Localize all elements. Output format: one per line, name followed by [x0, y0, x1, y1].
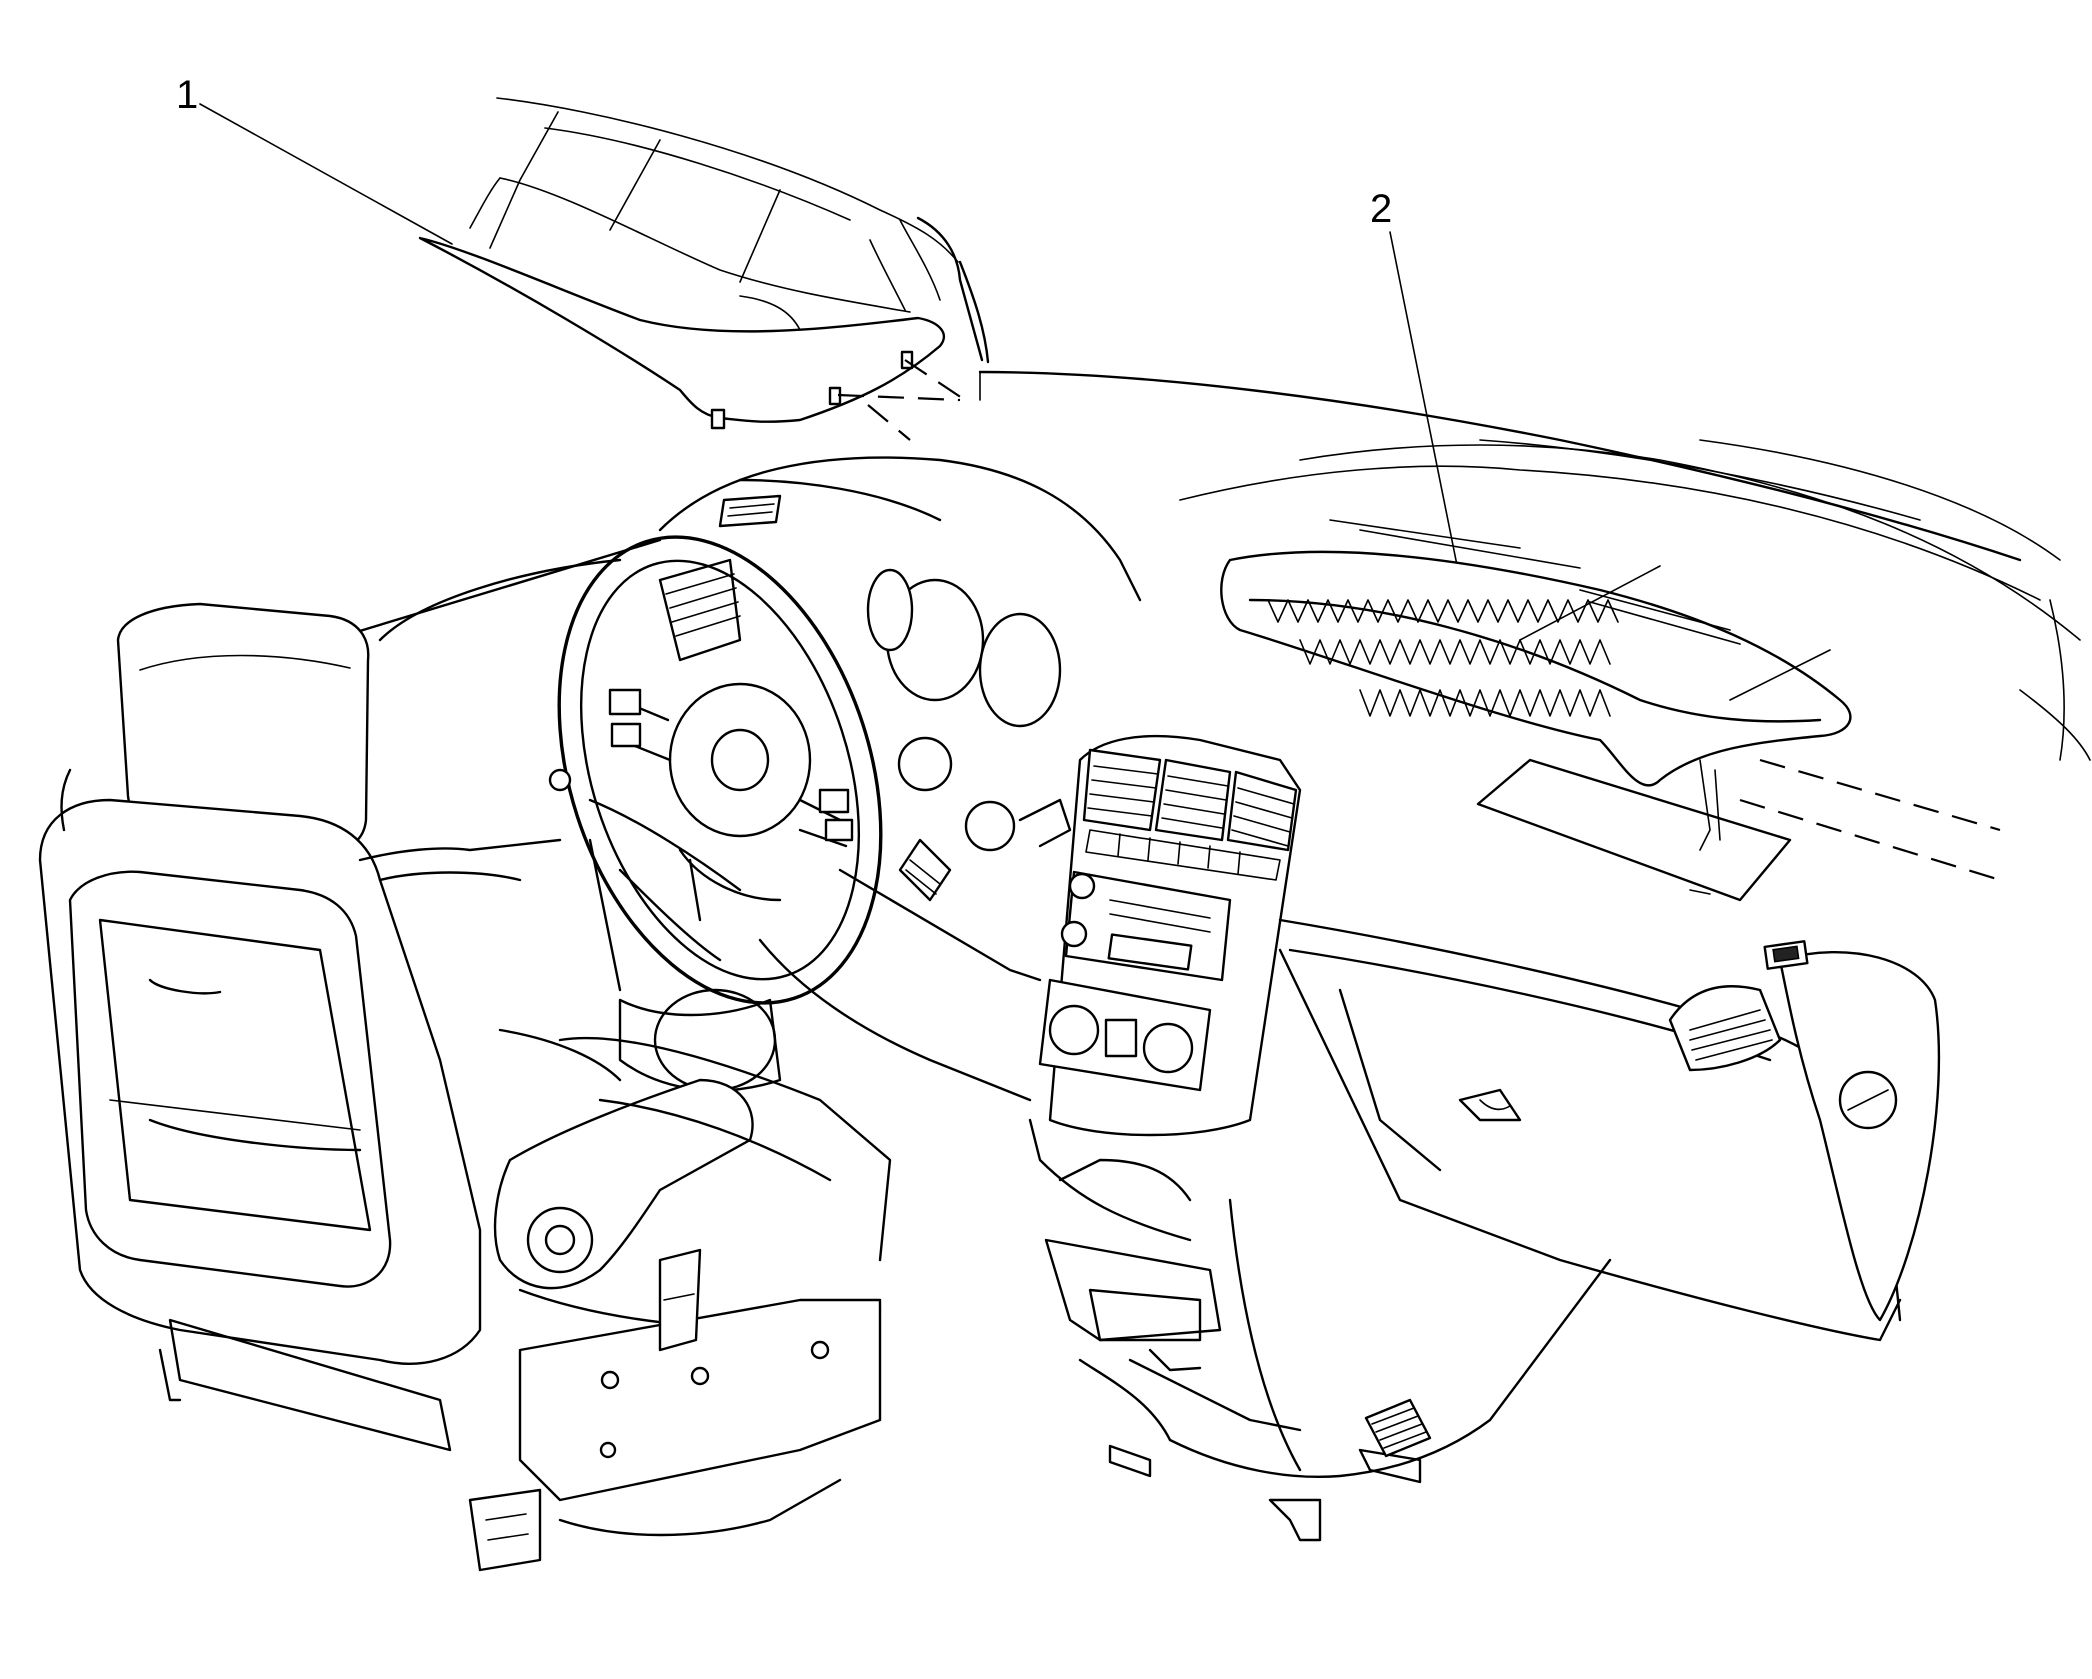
callout-1-leader [199, 103, 453, 245]
airbag-door [1476, 758, 1792, 902]
steering-and-cluster [557, 456, 1142, 1102]
defroster-grille [1220, 519, 2001, 882]
center-stack [1028, 734, 1612, 1542]
dash-top [978, 370, 2091, 761]
left-pillar-garnish [418, 97, 990, 441]
instrument-panel-right [1278, 918, 1941, 1342]
callout-2-label: 2 [1370, 187, 1392, 231]
floor-console [358, 838, 622, 1082]
callout-2: 2 [1370, 187, 1469, 621]
callout-2-leader [1389, 231, 1469, 621]
driver-seat [38, 602, 892, 1572]
callout-1-label: 1 [176, 73, 198, 117]
instrument-panel-left [328, 538, 782, 1092]
callout-1: 1 [176, 73, 453, 245]
